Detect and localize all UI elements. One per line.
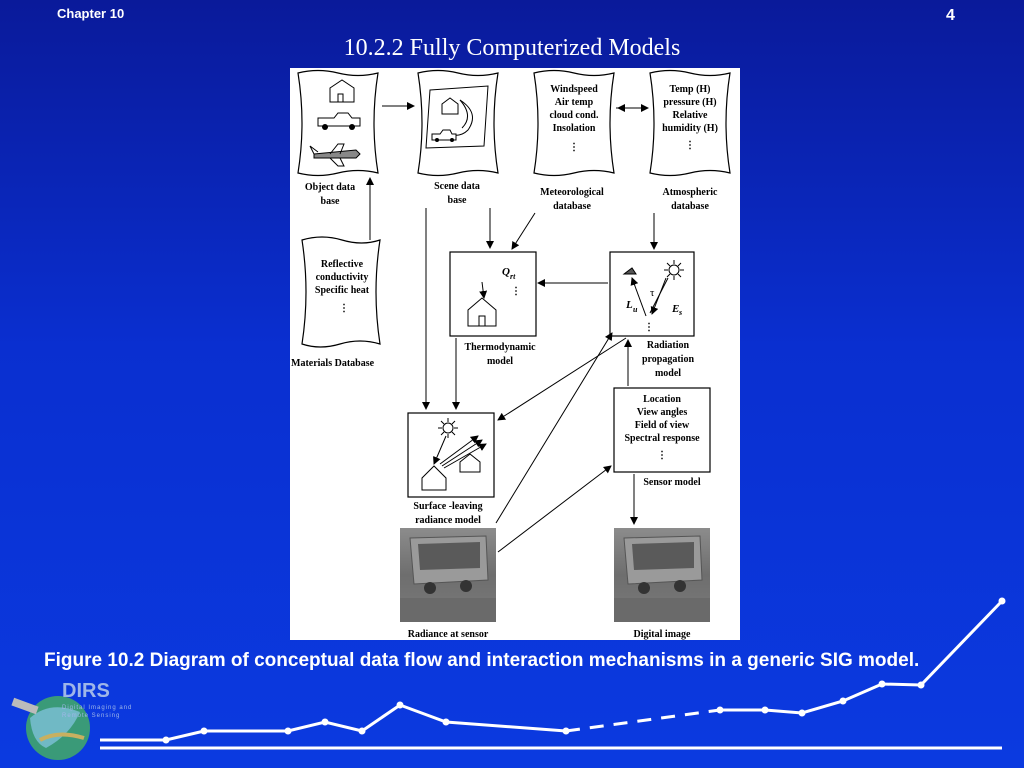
atm-db-label-2: database — [671, 201, 709, 212]
surface-leaving-radiance-model — [407, 412, 495, 498]
met-db-label: Meteorological — [540, 187, 604, 198]
truck-icon — [317, 112, 361, 130]
slide-title: 10.2.2 Fully Computerized Models — [343, 35, 681, 61]
scene-house-icon — [441, 97, 459, 115]
lu-symbol: L — [625, 299, 633, 311]
atm-item: humidity (H) — [662, 123, 718, 134]
object-database — [297, 69, 379, 177]
atmospheric-database: Temp (H) pressure (H) Relative humidity … — [649, 69, 731, 177]
scene-car-icon — [431, 129, 457, 142]
met-item: cloud cond. — [550, 110, 599, 121]
mat-item: conductivity — [316, 272, 369, 283]
tau-symbol: τ — [650, 287, 655, 299]
thermo-house-icon — [467, 281, 497, 327]
figure-caption: Figure 10.2 Diagram of conceptual data f… — [44, 650, 920, 671]
surface-label: Surface -leaving — [413, 501, 482, 512]
es-subscript: s — [678, 308, 682, 317]
digital-image — [614, 528, 710, 622]
radiance-label: Radiance at sensor — [408, 629, 489, 640]
sensor-item: Location — [643, 394, 681, 405]
object-db-label-2: base — [321, 196, 340, 207]
sensor-icon — [622, 267, 637, 275]
radiation-propagation-model: τ L u E s ⋮ — [609, 251, 695, 337]
object-db-label: Object data — [305, 182, 355, 193]
thermo-q-symbol: Q — [502, 266, 510, 278]
materials-db-label: Materials Database — [291, 358, 375, 369]
scene-database — [417, 69, 499, 177]
dirs-logo-subtitle: Digital Imaging and Remote Sensing — [62, 704, 132, 720]
sensor-item: Spectral response — [624, 433, 700, 444]
page-number: 4 — [946, 7, 955, 24]
chapter-label: Chapter 10 — [57, 6, 125, 21]
rad-label: Radiation — [647, 340, 690, 351]
flow-arrows — [366, 102, 658, 553]
dirs-logo-globe-icon — [11, 696, 90, 760]
met-item: Air temp — [555, 97, 594, 108]
surface-sun-icon — [438, 418, 458, 438]
met-item: Windspeed — [550, 84, 598, 95]
rad-ellipsis: ⋮ — [644, 322, 654, 333]
atm-db-label: Atmospheric — [663, 187, 719, 198]
radiance-at-sensor-image — [400, 528, 496, 622]
sensor-item: Field of view — [635, 420, 690, 431]
thermodynamic-model: Q rt ⋮ — [449, 251, 537, 337]
scene-db-label: Scene data — [434, 181, 480, 192]
materials-database: Reflective conductivity Specific heat ⋮ — [301, 236, 381, 348]
thermo-ellipsis: ⋮ — [511, 286, 521, 297]
lu-subscript: u — [633, 305, 638, 314]
dirs-subtitle-line-1: Digital Imaging and — [62, 705, 133, 711]
mat-ellipsis: ⋮ — [339, 303, 349, 314]
atm-item: Relative — [673, 110, 709, 121]
meteorological-database: Windspeed Air temp cloud cond. Insolatio… — [533, 69, 615, 177]
surface-house-icon — [421, 453, 481, 491]
sensor-label: Sensor model — [643, 477, 701, 488]
atm-item: Temp (H) — [669, 84, 710, 95]
thermo-q-subscript: rt — [510, 272, 516, 281]
house-icon — [329, 79, 355, 103]
sensor-item: View angles — [637, 407, 688, 418]
dirs-logo-text: DIRS — [62, 680, 110, 702]
surface-label-2: radiance model — [415, 515, 481, 526]
digital-label: Digital image — [634, 629, 691, 640]
mat-item: Specific heat — [315, 285, 370, 296]
dirs-subtitle-line-2: Remote Sensing — [62, 713, 121, 719]
sensor-model: Location View angles Field of view Spect… — [613, 387, 711, 473]
decorative-line-graph — [100, 597, 1006, 750]
rad-label-3: model — [655, 368, 681, 379]
scene-db-label-2: base — [448, 195, 467, 206]
sensor-ellipsis: ⋮ — [657, 450, 667, 461]
met-ellipsis: ⋮ — [569, 142, 579, 153]
met-item: Insolation — [553, 123, 596, 134]
atm-item: pressure (H) — [663, 97, 716, 108]
atm-ellipsis: ⋮ — [685, 140, 695, 151]
mat-item: Reflective — [321, 259, 364, 270]
es-symbol: E — [671, 303, 679, 315]
thermo-label: Thermodynamic — [464, 342, 536, 353]
sun-icon — [664, 260, 684, 280]
thermo-label-2: model — [487, 356, 513, 367]
airplane-icon — [309, 143, 361, 167]
rad-label-2: propagation — [642, 354, 694, 365]
sig-model-diagram: Object data base Scene data base Windspe… — [290, 68, 740, 640]
met-db-label-2: database — [553, 201, 591, 212]
